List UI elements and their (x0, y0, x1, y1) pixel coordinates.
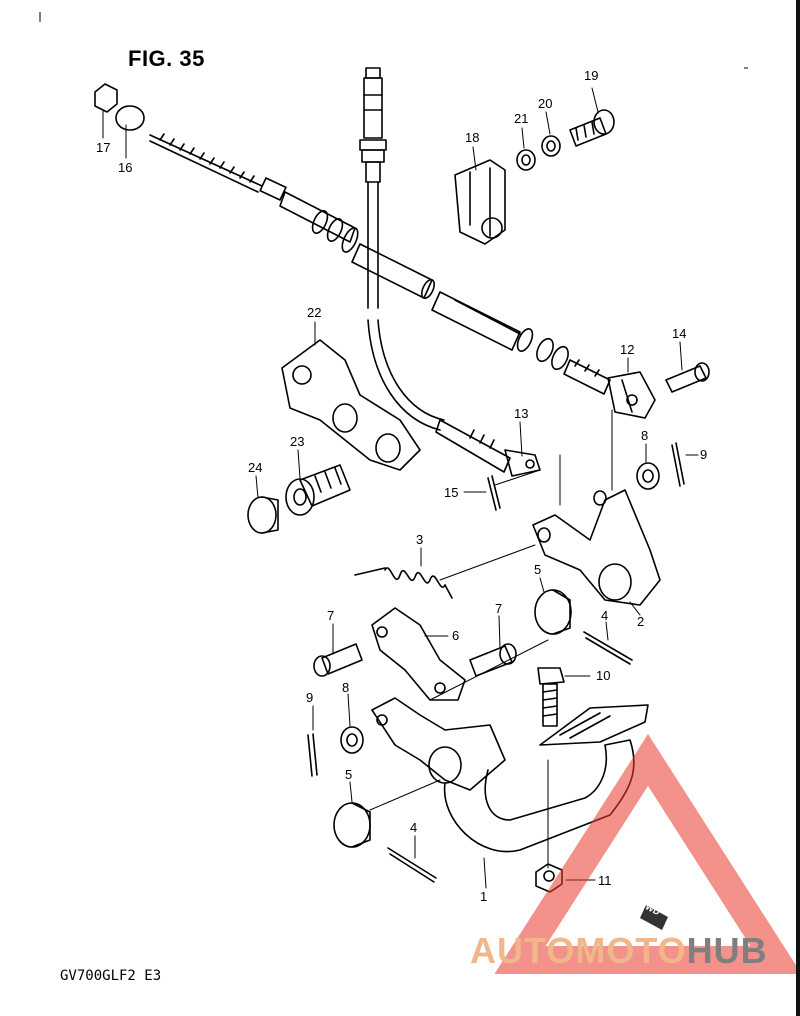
callout-23: 23 (290, 434, 305, 449)
watermark-text-part1: AUTOMOTO (470, 930, 687, 971)
watermark-logo (494, 734, 800, 974)
cable-nut-17 (94, 83, 118, 113)
brake-pedal-1 (371, 697, 649, 853)
washer-8-lower (340, 726, 364, 754)
callout-3: 3 (416, 532, 424, 547)
callout-2: 2 (637, 614, 645, 629)
callout-11: 11 (598, 873, 612, 888)
pin-7-right (469, 643, 517, 677)
callout-16: 16 (118, 160, 133, 175)
pin-7-left (313, 643, 363, 677)
bolt-23 (285, 464, 351, 516)
collar-5-lower (333, 802, 371, 848)
cap-24 (247, 496, 279, 534)
callout-10: 10 (596, 668, 611, 683)
cotter-pin-9-lower (307, 733, 318, 777)
callout-18: 18 (465, 130, 480, 145)
callout-22: 22 (307, 305, 322, 320)
cotter-pin-15 (487, 475, 501, 511)
cotter-pin-4-lower (387, 847, 437, 883)
collar-5-upper (534, 589, 572, 635)
spring-3 (354, 567, 453, 599)
callout-7-left: 7 (327, 608, 335, 623)
link-6 (371, 607, 466, 701)
cotter-pin-4-upper (583, 631, 633, 665)
callout-4-upper: 4 (601, 608, 609, 623)
callout-9-lower: 9 (306, 690, 314, 705)
brake-cable (94, 83, 611, 395)
washer-20 (541, 135, 561, 157)
model-code: GV700GLF2 E3 (60, 968, 162, 984)
washer-8-upper (636, 462, 660, 490)
callout-1: 1 (480, 889, 488, 904)
bracket-22 (281, 339, 421, 471)
cable-clevis-12 (607, 371, 656, 419)
callout-13: 13 (514, 406, 529, 421)
bolt-19 (569, 109, 615, 147)
callout-21: 21 (514, 111, 529, 126)
switch-cable (359, 67, 541, 477)
right-border (796, 0, 800, 1016)
switch-clamp-18 (454, 159, 506, 245)
callout-19: 19 (584, 68, 599, 83)
callout-5-lower: 5 (345, 767, 353, 782)
callout-8-upper: 8 (641, 428, 649, 443)
washer-21 (516, 149, 536, 171)
callout-9-upper: 9 (700, 447, 708, 462)
clevis-pin-14 (665, 362, 710, 393)
bolt-10 (537, 667, 565, 727)
callout-8-lower: 8 (342, 680, 350, 695)
cable-joint-16 (115, 105, 145, 131)
callout-4-lower: 4 (410, 820, 418, 835)
callout-24: 24 (248, 460, 263, 475)
callout-12: 12 (620, 342, 635, 357)
callout-6: 6 (452, 628, 460, 643)
lever-2 (532, 489, 661, 606)
callout-14: 14 (672, 326, 687, 341)
callout-5-upper: 5 (534, 562, 542, 577)
watermark-text-part2: HUB (686, 930, 768, 971)
callout-15: 15 (444, 485, 459, 500)
callout-17: 17 (96, 140, 111, 155)
callout-20: 20 (538, 96, 553, 111)
cotter-pin-9-upper (671, 442, 685, 487)
callout-7-right: 7 (495, 601, 503, 616)
watermark-text: AUTOMOTOHUB (470, 930, 768, 972)
figure-title: FIG. 35 (128, 46, 205, 71)
